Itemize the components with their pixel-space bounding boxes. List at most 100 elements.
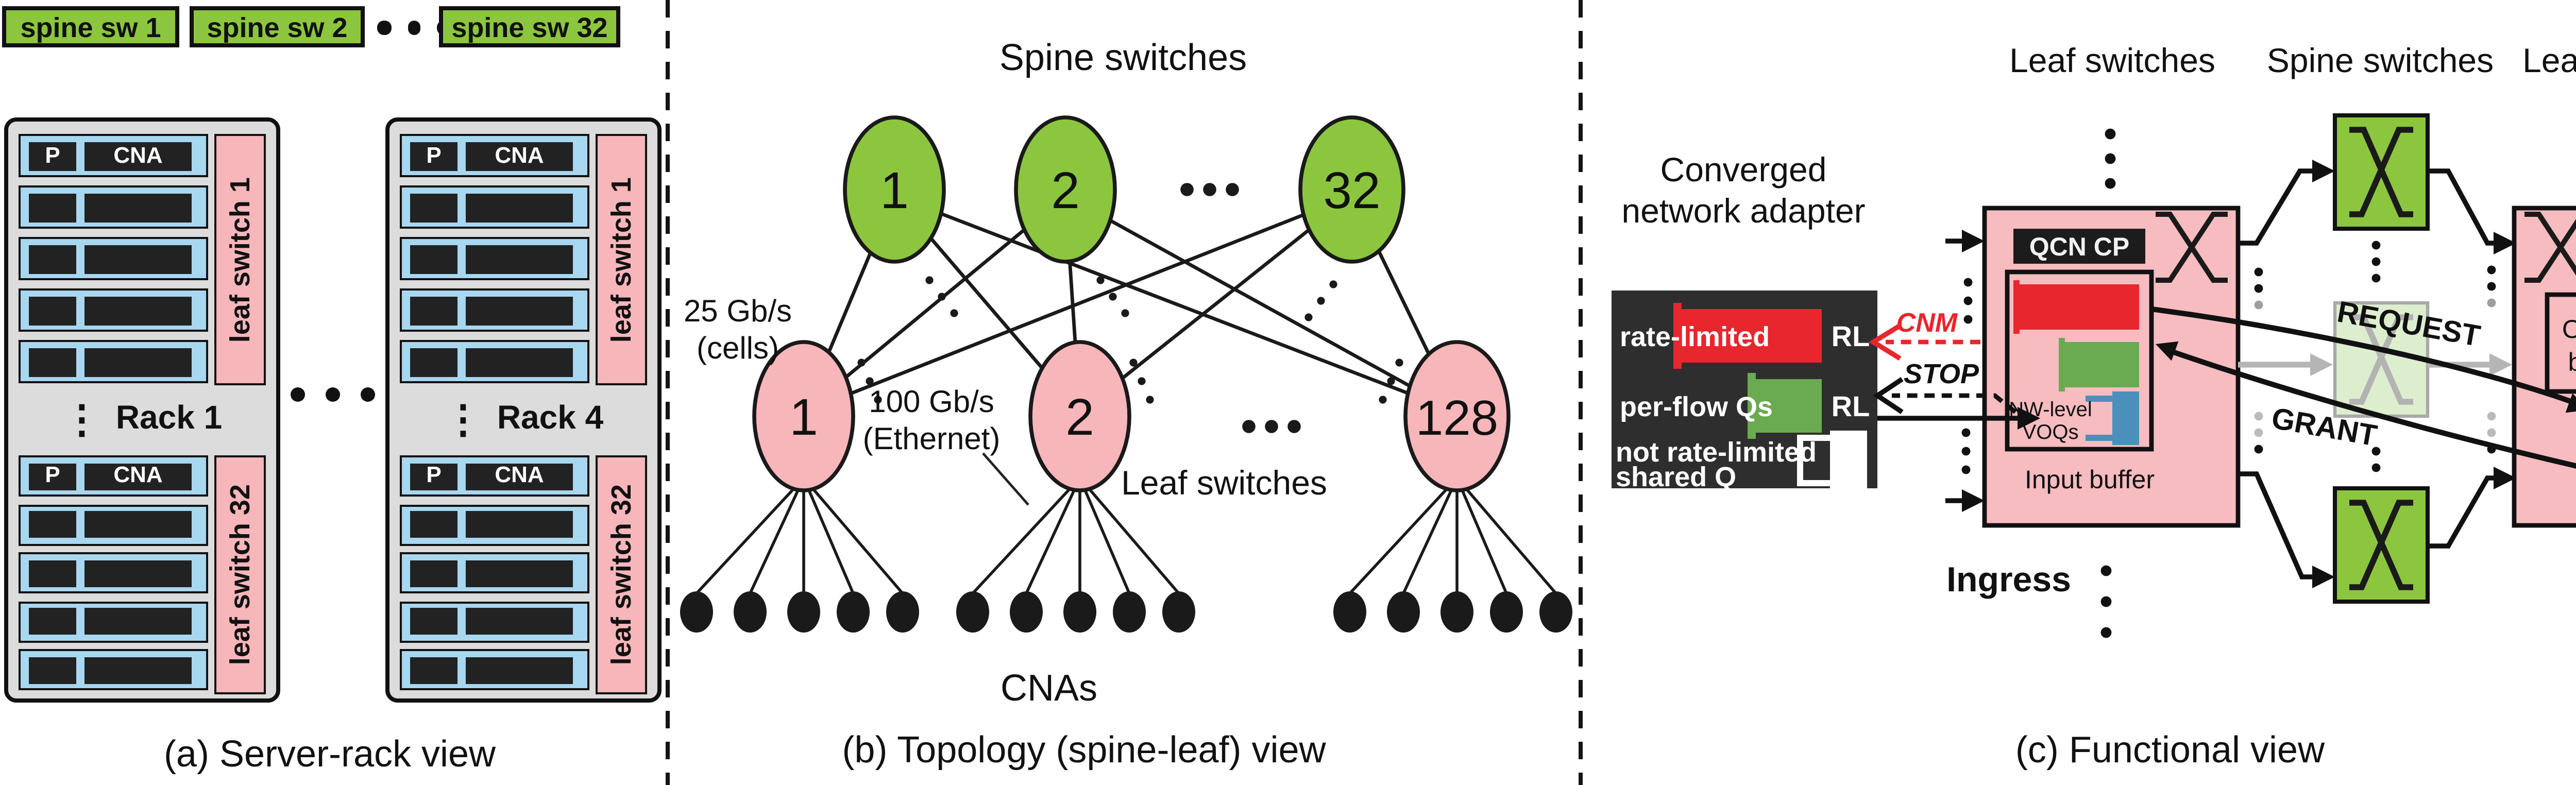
voq-blue-queue — [2086, 391, 2139, 445]
server-node: P CNA — [19, 455, 208, 497]
server-node — [19, 340, 208, 383]
stop-label: STOP — [1904, 359, 1979, 389]
spine-sw-1-label: spine sw 1 — [20, 11, 161, 42]
spine-sw-32-box: spine sw 32 — [439, 6, 620, 47]
server-node — [19, 237, 208, 280]
spine-node-1-label: 1 — [880, 162, 909, 219]
panel-separator-2 — [1578, 0, 1583, 784]
adapter-title-line2: network adapter — [1621, 192, 1865, 230]
caption-c: (c) Functional view — [2015, 729, 2325, 771]
rack-4-bottom-servers: P CNA leaf switch 32 — [400, 455, 647, 694]
rack-4-name: Rack 4 — [497, 402, 604, 437]
ingress-crossbar-icon — [2156, 212, 2228, 283]
request-arrowhead — [2565, 393, 2576, 413]
output-buffer-label-line2: buffer — [2568, 348, 2576, 377]
leaf-switch-1-bar: leaf switch 1 — [214, 134, 266, 385]
vertical-ellipsis: ⋮ — [443, 399, 483, 442]
rack-4-top-servers: P CNA leaf switch 1 — [400, 134, 647, 385]
server-node — [400, 649, 589, 690]
spine-node-1 — [843, 115, 946, 264]
rate-limited-label: rate-limited — [1620, 321, 1770, 352]
spine-node-2 — [1014, 115, 1117, 264]
shared-queue — [1797, 431, 1867, 488]
server-node — [19, 504, 208, 545]
ingress-left-dots — [1961, 278, 1973, 474]
per-flow-rl: RL — [1832, 390, 1870, 422]
server-node — [19, 552, 208, 593]
spine-crossbar-icon-bottom — [2349, 500, 2413, 590]
leaf-stack-dots — [2100, 128, 2116, 638]
spine-node-32-label: 32 — [1323, 162, 1380, 219]
ingress-qcn-cp-label: QCN CP — [2029, 232, 2129, 261]
server-node — [19, 601, 208, 642]
server-node: P CNA — [400, 134, 589, 177]
header-leaf-right: Leaf switches — [2522, 41, 2576, 79]
spine-sw-32-label: spine sw 32 — [451, 11, 608, 42]
leaf-node-2 — [1028, 340, 1131, 492]
rate-limited-queue — [1682, 309, 1822, 363]
cna-link-rate-line1: 100 Gb/s — [869, 384, 994, 419]
voq-green-bar — [2065, 342, 2139, 387]
per-flow-label: per-flow Qs — [1620, 391, 1773, 422]
rack-1-bottom-servers: P CNA leaf switch 32 — [19, 455, 266, 694]
cnm-arrowhead — [1868, 323, 1902, 361]
spine-link-rate-line2: (cells) — [697, 331, 779, 365]
cna-nodes — [680, 591, 1572, 633]
stop-arrow-line — [1892, 393, 2017, 414]
stop-arrowhead — [1873, 377, 1904, 414]
rack-4: P CNA leaf switch 1 ⋮ Rack 4 — [385, 117, 662, 703]
per-flow-queue — [1756, 379, 1822, 433]
rack-1-name: Rack 1 — [115, 402, 223, 437]
spine-crossbar-icon-faded — [2349, 314, 2413, 405]
spine-sw-2-label: spine sw 2 — [207, 11, 348, 42]
topology-title: Spine switches — [999, 37, 1247, 78]
grant-arrow-line — [2173, 350, 2576, 469]
grant-arrowhead — [2156, 341, 2179, 361]
panel-separator-1 — [665, 0, 670, 784]
voq-green-bracket — [2059, 338, 2065, 391]
cell-path-connectors — [2238, 168, 2498, 579]
cna-link-rate-line2: (Ethernet) — [863, 421, 1001, 456]
leaf-node-128-label: 128 — [1416, 390, 1498, 446]
cell-path-arrowheads — [2312, 160, 2516, 588]
leaf-node-128 — [1403, 340, 1511, 492]
rack-1: P CNA leaf switch 1 ⋮ Rack 1 — [4, 117, 280, 703]
server-node — [400, 288, 589, 332]
gray-path-arrowhead-right — [2489, 353, 2512, 376]
server-node — [19, 288, 208, 332]
cnas-label: CNAs — [1001, 668, 1097, 709]
nw-level-label-line2: VOQs — [2023, 421, 2079, 443]
ethernet-rate-pointer — [982, 452, 1029, 506]
voq-red-bar — [2020, 284, 2139, 330]
rack-row-ellipsis-dots — [291, 387, 375, 402]
leaf-node-1 — [752, 340, 855, 492]
shared-q-label-line1: not rate-limited — [1616, 437, 1817, 468]
leaf-switch-32-bar: leaf switch 32 — [596, 455, 647, 694]
green-queue-bracket — [1748, 373, 1756, 439]
server-node — [400, 504, 589, 545]
output-buffer-container — [2545, 292, 2576, 394]
server-node: P CNA — [400, 455, 589, 497]
vertical-ellipsis: ⋮ — [62, 399, 101, 442]
server-node — [400, 601, 589, 642]
spine-node-2-label: 2 — [1051, 162, 1080, 219]
processor-block: P — [29, 141, 76, 170]
server-node — [400, 552, 589, 593]
cna-to-ingress-arrowhead — [2018, 407, 2040, 430]
rate-limited-rl: RL — [1832, 320, 1870, 352]
gray-path-arrowhead-left — [2310, 353, 2333, 376]
link-continuation-dots — [857, 276, 1403, 404]
cna-block: CNA — [84, 141, 192, 170]
leaf-switch-1-bar: leaf switch 1 — [596, 134, 647, 385]
spine-ellipsis-dots — [1180, 183, 1301, 433]
leaf-node-2-label: 2 — [1065, 388, 1094, 446]
server-node — [19, 185, 208, 229]
egress-crossbar-icon — [2524, 212, 2576, 283]
header-leaf-left: Leaf switches — [2009, 41, 2215, 79]
rack-4-label-row: ⋮ Rack 4 — [400, 385, 647, 455]
leaf-cna-links — [695, 477, 1557, 594]
request-arrow-line — [2151, 306, 2573, 404]
spine-node-32 — [1298, 115, 1405, 264]
